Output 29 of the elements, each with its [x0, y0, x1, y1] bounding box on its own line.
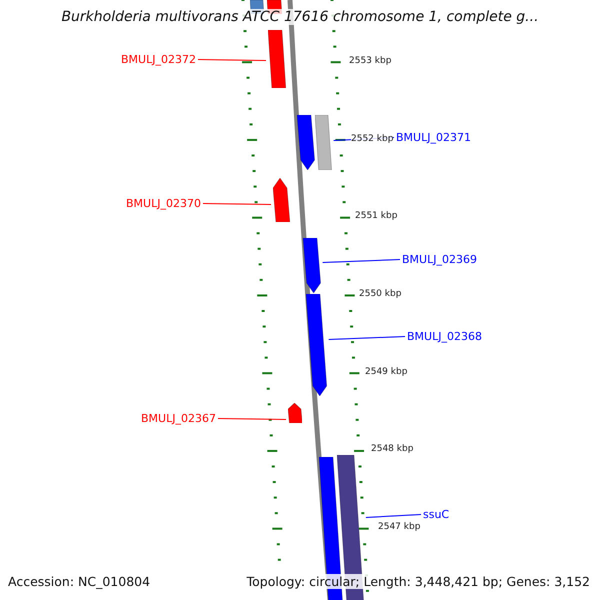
scale-label: 2547 kbp: [378, 522, 420, 533]
leader-line: [202, 203, 272, 205]
gene-bar: [268, 30, 286, 88]
gene-bar: [273, 178, 290, 222]
scale-label: 2551 kbp: [355, 211, 398, 222]
scale-label: 2548 kbp: [371, 444, 414, 455]
gene-label: BMULJ_02369: [402, 253, 477, 266]
scale-label: 2552 kbp: [351, 134, 394, 145]
leader-line: [322, 259, 400, 263]
gene-bar: [288, 403, 302, 423]
gene-bar: [315, 115, 332, 170]
gene-label: BMULJ_02371: [396, 131, 471, 144]
gene-bar: [303, 238, 321, 293]
scale-label: 2549 kbp: [365, 367, 408, 378]
title: Burkholderia multivorans ATCC 17616 chromosome 1, complete g...: [61, 9, 539, 25]
accession-text: Accession: NC_010804: [8, 574, 150, 589]
leader-line: [198, 59, 266, 61]
scale-label: 2550 kbp: [359, 289, 402, 300]
scale-label: 2553 kbp: [349, 56, 392, 67]
genome-summary: Topology: circular; Length: 3,448,421 bp; Genes: 3,152: [246, 574, 590, 589]
gene-label: ssuC: [423, 508, 450, 521]
gene-label: BMULJ_02368: [407, 330, 482, 343]
gene-label: BMULJ_02370: [126, 197, 201, 210]
gene-label: BMULJ_02367: [141, 412, 216, 425]
gene-label: BMULJ_02372: [121, 53, 196, 66]
gene-bar: [297, 115, 315, 170]
leader-line: [328, 336, 406, 340]
leader-line: [365, 514, 422, 518]
leader-line: [218, 418, 286, 420]
